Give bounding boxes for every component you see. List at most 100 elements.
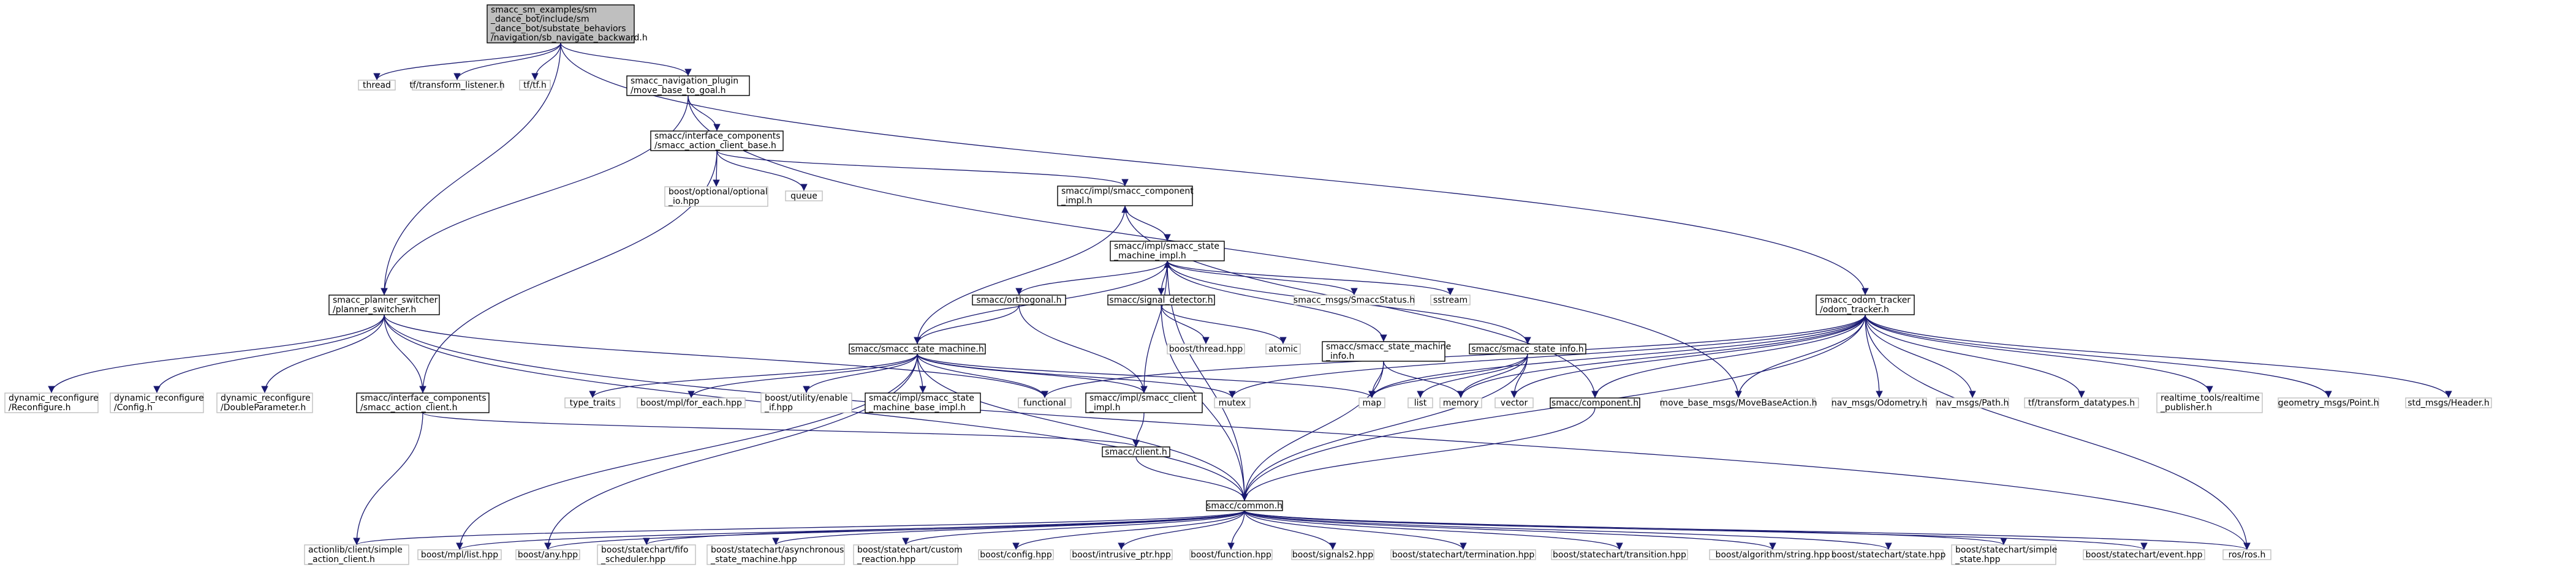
node-box <box>1085 392 1203 413</box>
edge-sm-impl-to-sm-info <box>1167 260 1387 342</box>
node-label: boost/statechart/fifo <box>601 546 688 555</box>
edge-odom-tracker-to-map <box>1368 314 1866 399</box>
node-dyn-reconfigure: dynamic_reconfigure/Reconfigure.h <box>4 392 99 413</box>
edge-odom-tracker-to-tf-datatypes <box>1865 314 2085 399</box>
node-box <box>356 392 490 413</box>
node-box <box>1833 549 1944 560</box>
node-list: list <box>1407 397 1433 408</box>
node-box <box>1102 446 1170 457</box>
node-box <box>1070 549 1173 560</box>
node-signal-detector[interactable]: smacc/signal_detector.h <box>1107 294 1215 306</box>
node-box <box>1206 500 1283 511</box>
edge-planner-switcher-to-dyn-config <box>153 314 385 394</box>
node-sc-event: boost/statechart/event.hpp <box>2083 549 2205 560</box>
node-vector: vector <box>1494 397 1534 408</box>
node-action-client-base[interactable]: smacc/interface_components/smacc_action_… <box>650 130 784 151</box>
node-boost-thread: boost/thread.hpp <box>1167 343 1245 354</box>
node-label: dynamic_reconfigure <box>114 394 204 403</box>
edge-state-info-to-list <box>1417 353 1528 399</box>
node-odom-tracker[interactable]: smacc_odom_tracker/odom_tracker.h <box>1816 294 1915 315</box>
node-boost-any: boost/any.hpp <box>515 549 580 560</box>
node-box <box>1469 343 1586 354</box>
node-enable-if: boost/utility/enable_if.hpp <box>760 392 852 413</box>
node-label: std_msgs/Header.h <box>2407 398 2490 408</box>
edge-client-to-common <box>1135 456 1248 501</box>
node-box <box>1832 397 1927 408</box>
node-label: boost/statechart/custom <box>857 546 963 555</box>
node-label: smacc/impl/smacc_client <box>1089 394 1197 403</box>
node-component-impl[interactable]: smacc/impl/smacc_component_impl.h <box>1057 186 1194 206</box>
node-label: map <box>1362 398 1381 408</box>
node-component[interactable]: smacc/component.h <box>1550 397 1640 408</box>
node-map: map <box>1358 397 1385 408</box>
edge-odom-tracker-to-functional <box>1041 314 1866 399</box>
node-label: _info.h <box>1325 351 1354 361</box>
edge-common-to-boost-config <box>1012 510 1245 550</box>
edge-nav-plugin-to-action-client-base <box>688 95 721 132</box>
node-sc-state: boost/statechart/state.hpp <box>1832 549 1945 560</box>
edge-odom-tracker-to-rt-publisher <box>1865 314 2213 394</box>
edge-state-machine-to-mutex <box>917 353 1236 399</box>
node-rt-publisher: realtime_tools/realtime_publisher.h <box>2156 392 2263 413</box>
node-sm-info[interactable]: smacc/smacc_state_machine_info.h <box>1322 341 1451 362</box>
node-box <box>785 190 823 201</box>
node-label: boost/statechart/termination.hpp <box>1392 550 1535 560</box>
edge-sm-impl-to-orthogonal <box>1015 260 1168 296</box>
node-point: geometry_msgs/Point.h <box>2278 397 2379 408</box>
node-box <box>304 544 409 565</box>
node-label: type_traits <box>570 398 616 408</box>
node-common[interactable]: smacc/common.h <box>1206 500 1283 511</box>
node-label: boost/statechart/transition.hpp <box>1553 550 1686 560</box>
node-box <box>1951 544 2056 565</box>
node-orthogonal[interactable]: smacc/orthogonal.h <box>972 294 1066 306</box>
edge-orthogonal-to-client-impl <box>1018 304 1148 394</box>
node-label: boost/algorithm/string.hpp <box>1715 550 1830 560</box>
node-label: _dance_bot/substate_behaviors <box>490 24 626 34</box>
node-label: smacc/signal_detector.h <box>1109 295 1213 305</box>
node-label: smacc/interface_components <box>654 132 781 141</box>
node-sm-base-impl[interactable]: smacc/impl/smacc_state_machine_base_impl… <box>865 392 981 413</box>
edge-planner-switcher-to-dyn-double <box>261 314 385 394</box>
node-label: smacc/smacc_state_info.h <box>1471 344 1583 354</box>
node-label: /Reconfigure.h <box>9 403 71 413</box>
node-box <box>1661 397 1816 408</box>
node-label: smacc/common.h <box>1207 501 1282 511</box>
node-label: boost/optional/optional <box>669 187 768 197</box>
edge-signal-detector-to-boost-thread <box>1161 304 1210 345</box>
node-label: _impl.h <box>1061 196 1093 206</box>
node-box <box>637 397 746 408</box>
node-box <box>1550 397 1640 408</box>
node-box <box>853 544 958 565</box>
node-state-info[interactable]: smacc/smacc_state_info.h <box>1469 343 1586 354</box>
node-label: _io.hpp <box>668 197 699 206</box>
node-planner-switcher[interactable]: smacc_planner_switcher/planner_switcher.… <box>328 294 440 315</box>
edge-state-info-to-common <box>1241 353 1528 501</box>
node-box <box>4 392 99 413</box>
node-label: _machine_impl.h <box>1113 251 1186 261</box>
edge-odom-tracker-to-memory <box>1457 314 1866 399</box>
node-label: _reaction.hpp <box>857 555 915 564</box>
node-transition: boost/statechart/transition.hpp <box>1551 549 1688 560</box>
node-state-machine[interactable]: smacc/smacc_state_machine.h <box>849 343 986 354</box>
node-dyn-config: dynamic_reconfigure/Config.h <box>110 392 204 413</box>
node-client-impl[interactable]: smacc/impl/smacc_client_impl.h <box>1085 392 1203 413</box>
edge-common-to-sc-state <box>1244 510 1892 550</box>
node-action-client[interactable]: smacc/interface_components/smacc_action_… <box>356 392 490 413</box>
edge-odom-tracker-to-ros <box>1865 314 2251 550</box>
edge-odom-tracker-to-header <box>1865 314 2452 399</box>
node-client[interactable]: smacc/client.h <box>1102 446 1170 457</box>
node-sm-impl[interactable]: smacc/impl/smacc_state_machine_impl.h <box>1110 241 1225 261</box>
edge-common-to-signals2 <box>1244 510 1336 550</box>
node-label: /odom_tracker.h <box>1820 305 1889 315</box>
node-box <box>865 392 981 413</box>
node-label: functional <box>1023 398 1066 408</box>
node-nav-plugin[interactable]: smacc_navigation_plugin/move_base_to_goa… <box>626 75 750 96</box>
node-boost-function: boost/function.hpp <box>1189 549 1273 560</box>
node-tf-datatypes: tf/transform_datatypes.h <box>2024 397 2139 408</box>
node-label: atomic <box>1268 344 1298 354</box>
node-root[interactable]: smacc_sm_examples/sm_dance_bot/include/s… <box>487 4 648 43</box>
edge-planner-switcher-to-functional <box>384 314 1048 399</box>
edge-root-to-tf-transform-listener <box>453 42 561 81</box>
node-label: boost/signals2.hpp <box>1292 550 1373 560</box>
edge-state-machine-to-component-impl <box>917 205 1129 345</box>
